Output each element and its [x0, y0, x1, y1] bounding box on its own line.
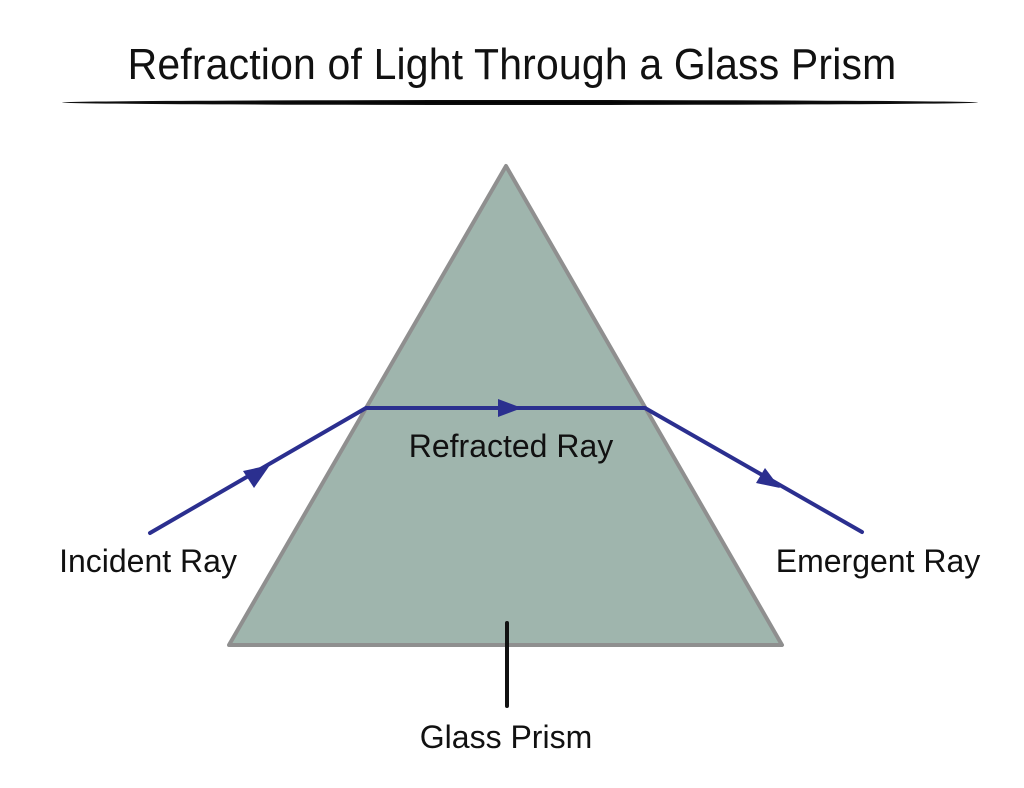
- title-underline: [62, 100, 978, 105]
- refracted-ray-label: Refracted Ray: [409, 428, 614, 464]
- incident-ray-label: Incident Ray: [59, 543, 237, 579]
- glass-prism-label: Glass Prism: [420, 719, 592, 755]
- incident-ray-arrowhead: [243, 465, 270, 488]
- emergent-ray-label: Emergent Ray: [776, 543, 981, 579]
- diagram-title: Refraction of Light Through a Glass Pris…: [127, 40, 897, 89]
- emergent-ray-arrowhead: [756, 468, 780, 488]
- emergent-ray: [643, 406, 864, 534]
- refracted-ray-arrowhead: [498, 399, 522, 417]
